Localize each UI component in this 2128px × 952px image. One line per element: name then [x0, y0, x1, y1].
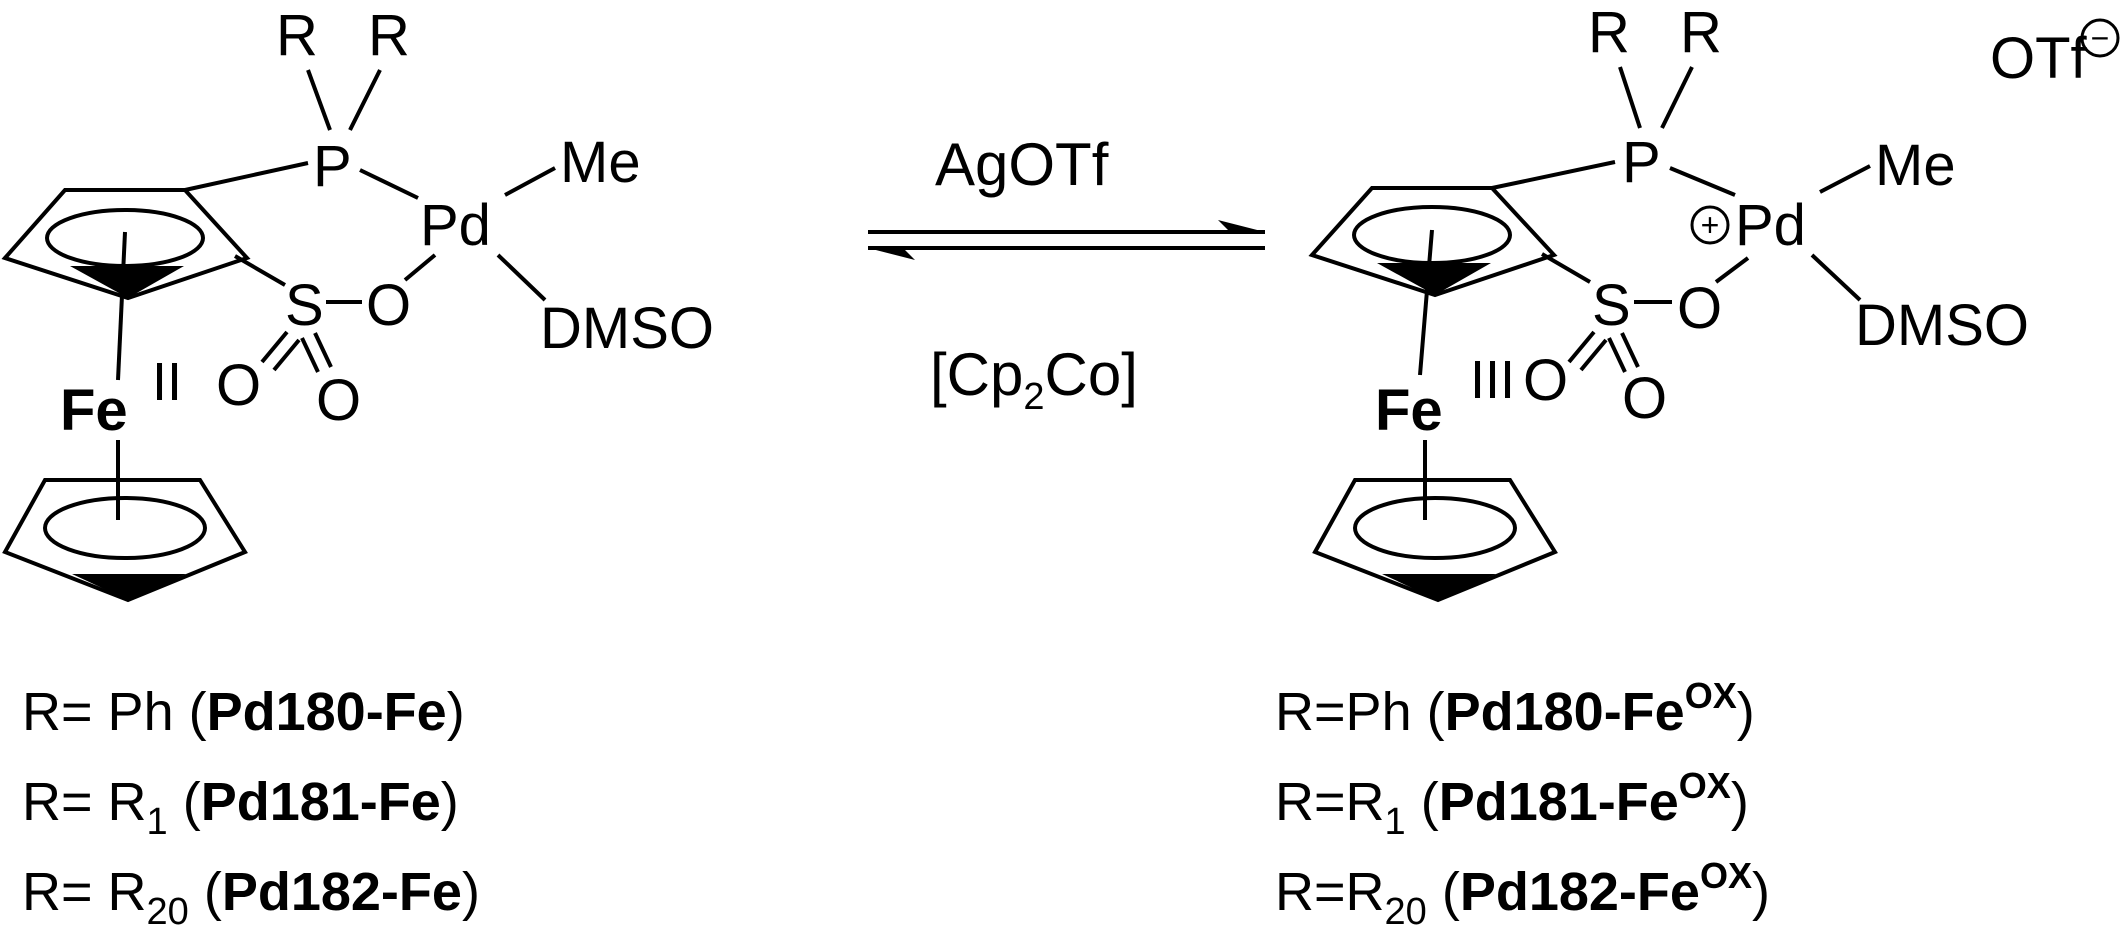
product-bridging-oxygen: O [1677, 276, 1722, 341]
product-sulfonyl-double-bond-1a [1567, 330, 1596, 364]
sulfur-atom: S [285, 273, 324, 338]
product-iron-atom: Fe [1375, 378, 1443, 443]
product-cp-fe-bond [1418, 229, 1434, 376]
product-p-pd-bond [1669, 166, 1736, 197]
product-sulfur-atom: S [1592, 273, 1631, 338]
reverse-reagent: [Cp2Co] [930, 341, 1138, 418]
svg-text:−: − [2091, 20, 2110, 56]
negative-charge: − [2080, 18, 2120, 58]
lower-cyclopentadienyl-ring [2, 478, 248, 603]
sulfonyl-double-bond-2b [313, 332, 333, 368]
svg-text:+: + [1701, 207, 1720, 243]
reactant-label-3: R= R20 (Pd182-Fe) [22, 862, 480, 933]
product-sulfonyl-oxygen-1: O [1523, 348, 1568, 413]
product-label-1: R=Ph (Pd180-FeOX) [1275, 675, 1755, 742]
reactant-structure: Fe II R R P Pd Me DMSO O S [1, 3, 714, 603]
product-ring-sulfur-bond [1540, 252, 1592, 284]
phosphorus-atom: P [313, 134, 352, 199]
product-upper-cyclopentadienyl-ring [1308, 186, 1558, 298]
pd-dmso-bond [496, 253, 547, 302]
sulfonyl-double-bond-1b [272, 338, 301, 372]
positive-charge: + [1690, 205, 1730, 245]
sulfonyl-double-bond-1a [260, 330, 289, 364]
product-iron-oxidation-state: III [1470, 350, 1515, 410]
product-p-r1-bond [1618, 66, 1642, 129]
product-label-3: R=R20 (Pd182-FeOX) [1275, 855, 1770, 933]
product-sulfonyl-double-bond-2a [1607, 337, 1627, 373]
reactant-label-2: R= R1 (Pd181-Fe) [22, 772, 459, 843]
product-p-r2-bond [1660, 66, 1694, 129]
dmso-ligand: DMSO [540, 296, 714, 361]
product-ring-phosphorus-bond [1491, 160, 1616, 190]
cp-fe-bond [116, 231, 127, 381]
r-group-2: R [368, 3, 410, 68]
reverse-arrowhead [868, 248, 915, 260]
product-pd-dmso-bond [1810, 253, 1862, 302]
palladium-atom: Pd [420, 193, 491, 258]
product-label-2: R=R1 (Pd181-FeOX) [1275, 765, 1749, 843]
reactant-label-1: R= Ph (Pd180-Fe) [22, 682, 465, 742]
p-pd-bond [359, 168, 419, 200]
p-r2-bond [348, 69, 382, 131]
product-pd-methyl-bond [1819, 164, 1871, 194]
sulfonyl-oxygen-2: O [316, 368, 361, 433]
forward-reagent: AgOTf [935, 131, 1109, 198]
ring-phosphorus-bond [184, 161, 309, 192]
iron-atom: Fe [60, 378, 128, 443]
pd-oxygen-bond [403, 253, 437, 282]
product-methyl-group: Me [1875, 133, 1956, 198]
product-r-group-1: R [1588, 0, 1630, 65]
product-sulfonyl-oxygen-2: O [1622, 366, 1667, 431]
equilibrium-arrows: AgOTf [Cp2Co] [868, 131, 1265, 418]
r-group-1: R [276, 3, 318, 68]
product-dmso-ligand: DMSO [1855, 293, 2029, 358]
pd-methyl-bond [504, 166, 556, 197]
product-lower-cyclopentadienyl-ring [1312, 478, 1558, 603]
product-structure: Fe III R R P + Pd Me DMSO O S O [1308, 0, 2120, 603]
product-r-group-2: R [1680, 0, 1722, 65]
product-phosphorus-atom: P [1622, 130, 1661, 195]
triflate-counterion: OTf [1990, 26, 2088, 91]
product-pd-oxygen-bond [1714, 256, 1750, 284]
product-palladium-atom: Pd [1735, 193, 1806, 258]
iron-oxidation-state: II [152, 352, 182, 412]
p-r1-bond [306, 69, 332, 131]
bridging-oxygen: O [366, 273, 411, 338]
sulfonyl-oxygen-1: O [216, 353, 261, 418]
sulfonyl-double-bond-2a [300, 337, 320, 373]
forward-arrowhead [1218, 220, 1265, 232]
product-sulfonyl-double-bond-2b [1620, 332, 1640, 368]
product-sulfonyl-double-bond-1b [1579, 338, 1608, 372]
ring-sulfur-bond [233, 254, 287, 287]
methyl-group: Me [560, 130, 641, 195]
